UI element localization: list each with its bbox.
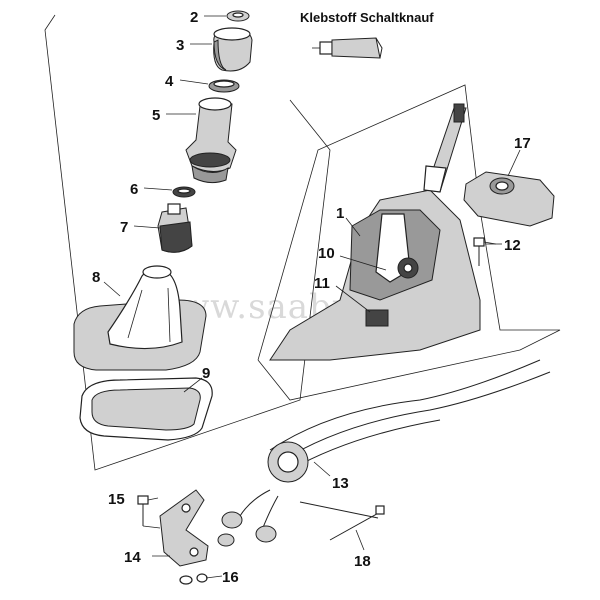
callout-9: 9 xyxy=(202,365,210,382)
part-12-bolt xyxy=(473,237,497,266)
callout-15: 15 xyxy=(108,491,125,508)
callout-10: 10 xyxy=(318,245,335,262)
part-5-shift-sleeve xyxy=(185,97,237,184)
callout-6: 6 xyxy=(130,181,138,198)
callout-2: 2 xyxy=(190,9,198,26)
part-1-shifter-housing xyxy=(269,189,481,361)
part-6-small-ring xyxy=(172,186,196,198)
shift-lever xyxy=(423,103,467,193)
part-3-gear-knob xyxy=(213,27,253,72)
callout-13: 13 xyxy=(332,475,349,492)
part-14-bracket xyxy=(159,489,209,567)
callout-14: 14 xyxy=(124,549,141,566)
callout-labels: 2 3 4 5 6 7 8 9 1 10 11 12 17 13 15 14 1… xyxy=(92,9,531,586)
part-15-bolt xyxy=(137,495,161,529)
callout-16: 16 xyxy=(222,569,239,586)
leader-lines xyxy=(103,15,521,579)
callout-11: 11 xyxy=(314,275,330,292)
part-18-cable-tie xyxy=(299,501,385,541)
glue-tube-icon xyxy=(312,37,383,59)
part-16-nut xyxy=(179,573,208,585)
callout-1: 1 xyxy=(336,205,344,222)
part-8-shift-boot xyxy=(73,265,207,371)
callout-5: 5 xyxy=(152,107,160,124)
callout-17: 17 xyxy=(514,135,531,152)
callout-7: 7 xyxy=(120,219,128,236)
callout-18: 18 xyxy=(354,553,371,570)
part-13-shift-cables xyxy=(217,359,551,547)
diagram-heading: Klebstoff Schaltknauf xyxy=(300,10,434,25)
part-9-seal-frame xyxy=(79,377,213,441)
part-7-lock-cylinder xyxy=(157,203,193,253)
callout-3: 3 xyxy=(176,37,184,54)
part-4-ring xyxy=(208,79,240,93)
callout-8: 8 xyxy=(92,269,100,286)
group-frame-left xyxy=(44,14,331,471)
callout-4: 4 xyxy=(165,73,174,90)
callout-12: 12 xyxy=(504,237,521,254)
group-frame-right xyxy=(257,84,561,401)
part-2-knob-cap xyxy=(226,10,250,22)
part-17-selector-module xyxy=(463,171,555,227)
